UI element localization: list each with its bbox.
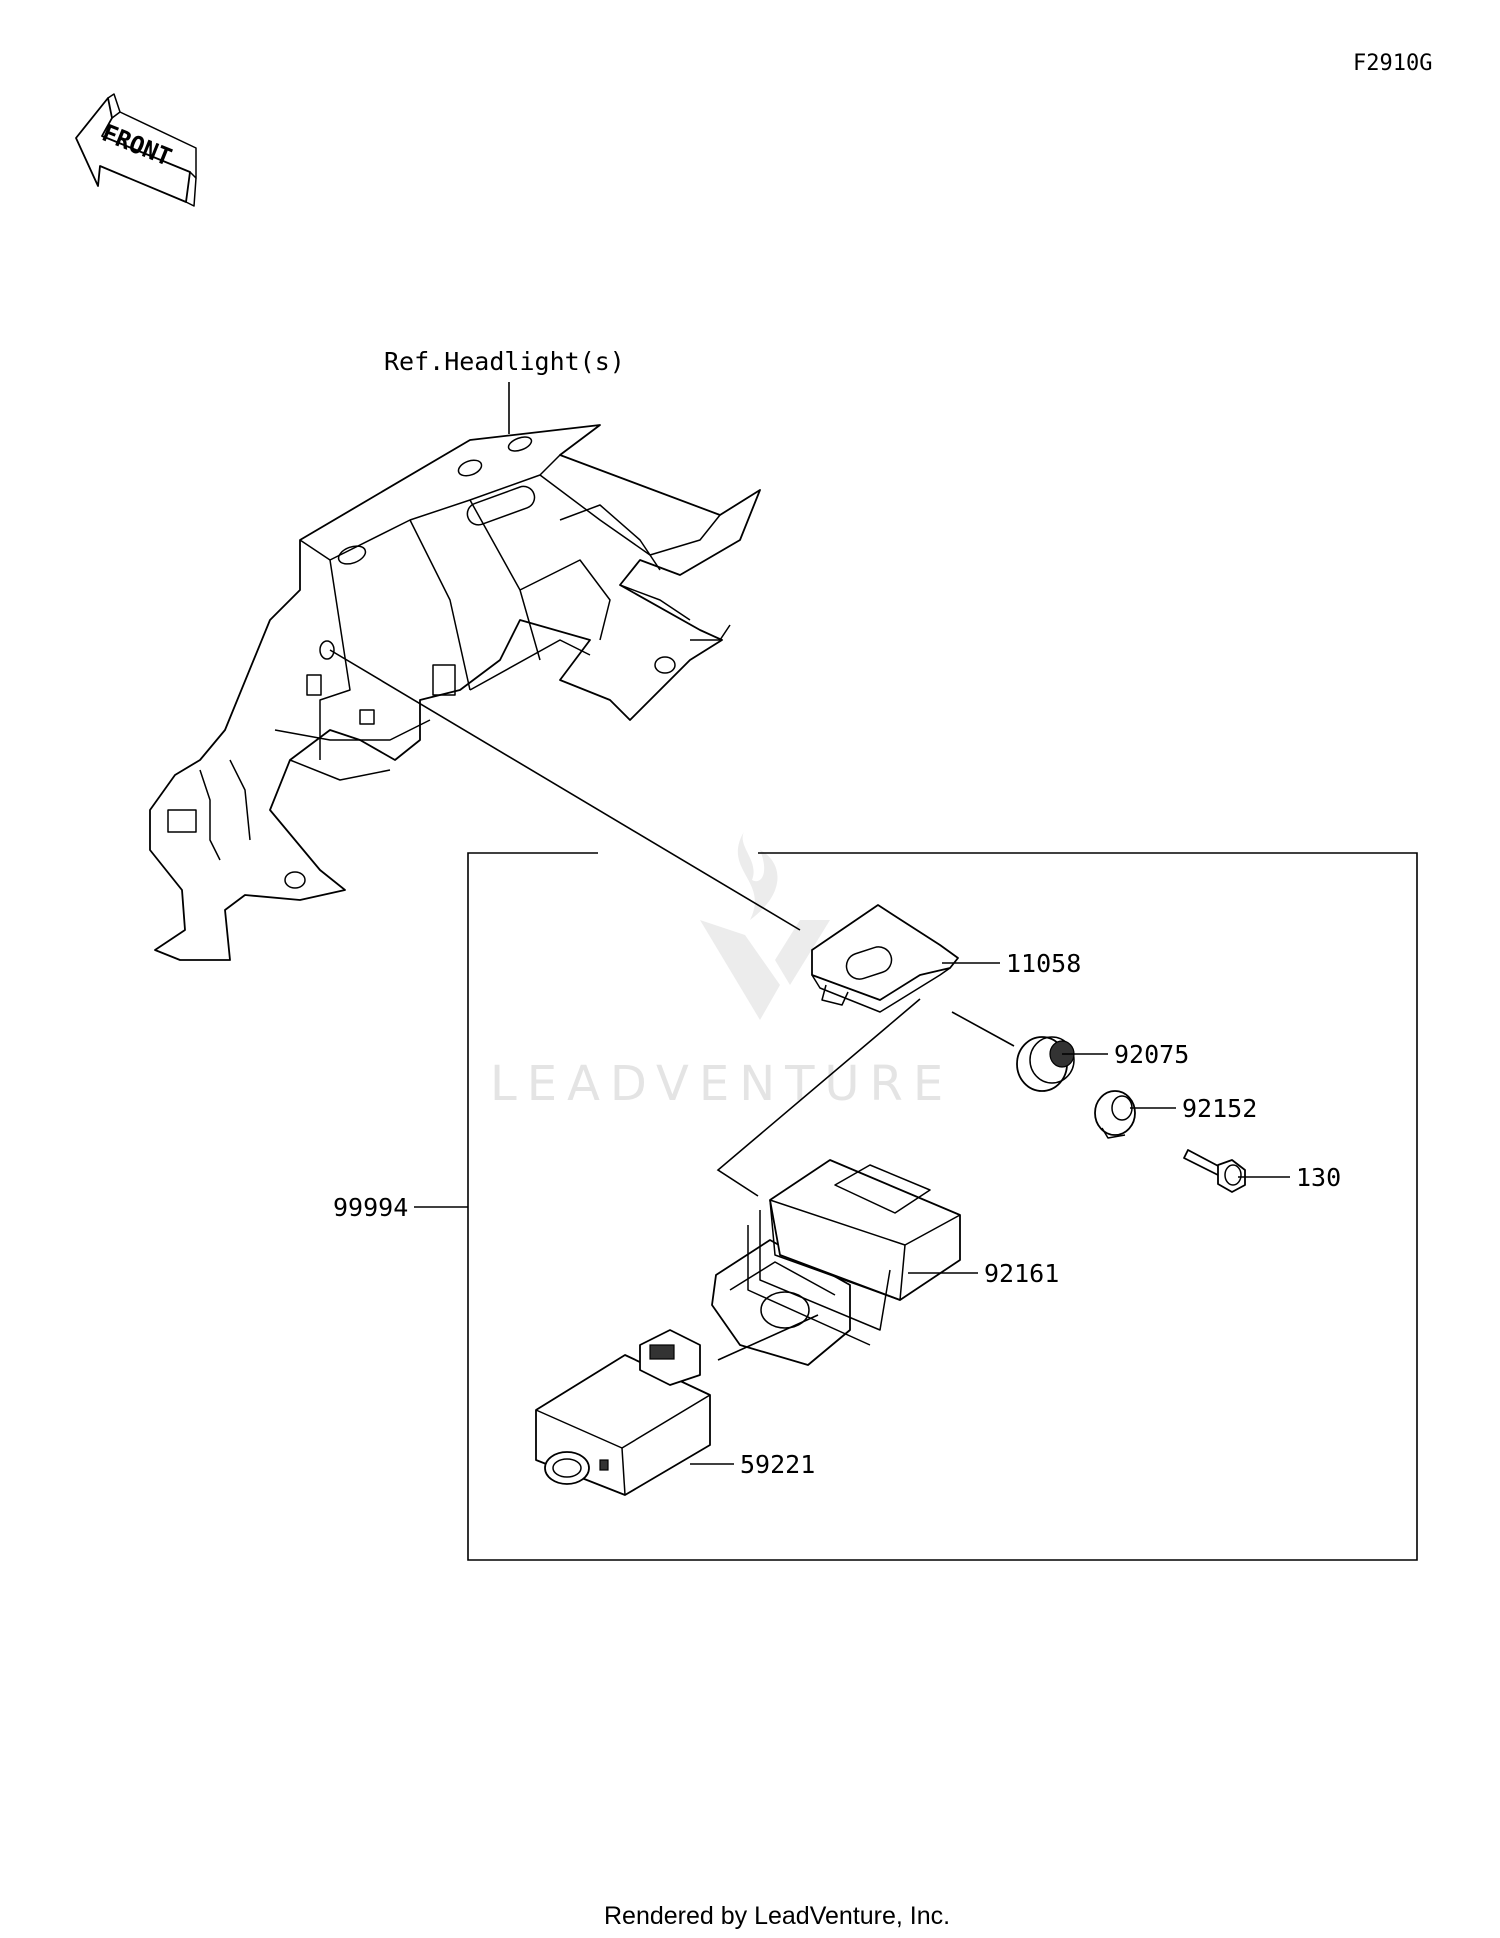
watermark-text: LEADVENTURE [490,1056,953,1112]
part-11058-drawing [811,904,959,1013]
label-11058: 11058 [1006,949,1081,978]
figure-code: F2910G [1353,51,1432,76]
align-line-module [717,1314,819,1361]
part-92161-drawing [711,1159,961,1366]
footer-credit: Rendered by LeadVenture, Inc. [604,1902,950,1930]
label-99994: 99994 [333,1193,408,1222]
label-130: 130 [1296,1163,1341,1192]
align-line-cover [716,998,921,1197]
label-92152: 92152 [1182,1094,1257,1123]
label-92161: 92161 [984,1259,1059,1288]
label-92075: 92075 [1114,1040,1189,1069]
align-line-grommet [951,1011,1015,1047]
front-arrow-icon: FRONT [75,93,197,207]
watermark: LEADVENTURE [490,830,953,1112]
headlight-bracket-drawing [149,424,761,961]
frame-to-kit-leader-line [329,649,801,931]
part-130-drawing [1183,1149,1246,1193]
part-92152-drawing [1094,1090,1136,1139]
part-92075-drawing [1016,1036,1075,1092]
part-59221-drawing [535,1329,711,1496]
kit-box [467,852,1418,1561]
reference-label: Ref.Headlight(s) [384,347,625,376]
label-59221: 59221 [740,1450,815,1479]
